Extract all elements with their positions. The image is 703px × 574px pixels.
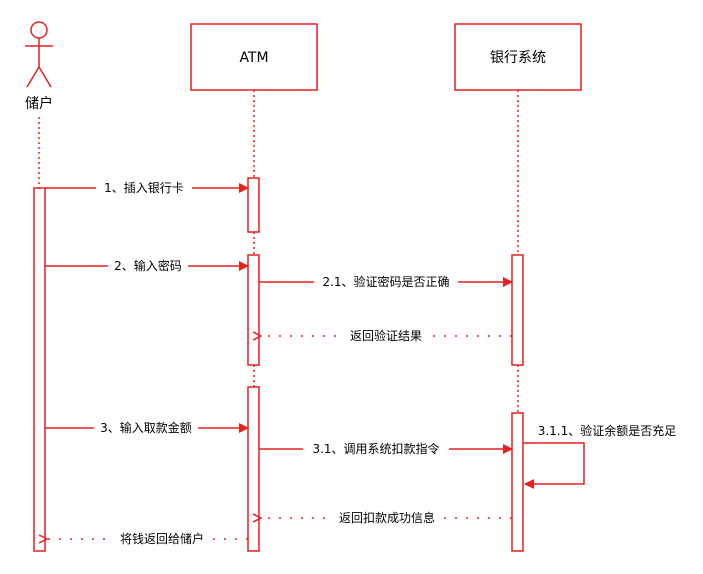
atm-activation-1 (247, 177, 260, 233)
activation-bars (33, 177, 524, 552)
atm-label: ATM (239, 50, 268, 66)
atm-box (190, 23, 318, 91)
bank-activation-1 (511, 254, 524, 366)
msg-1-label: 1、插入银行卡 (104, 181, 184, 195)
actor-label: 储户 (25, 95, 53, 112)
bank-label: 银行系统 (490, 50, 546, 66)
atm-activation-2 (247, 254, 260, 366)
actor-figure (25, 21, 53, 88)
msg-2-1-label: 2.1、验证密码是否正确 (322, 274, 449, 289)
ret-3-1-label: 返回扣款成功信息 (339, 510, 435, 525)
actor-activation (33, 187, 46, 552)
lifelines (38, 90, 519, 413)
bank-activation-2 (511, 412, 524, 552)
ret-3-label: 将钱返回给储户 (120, 531, 204, 546)
msg-3-1-1-arrow (523, 442, 585, 489)
atm-activation-3 (247, 386, 260, 552)
msg-3-1-label: 3.1、调用系统扣款指令 (312, 441, 439, 456)
msg-3-label: 3、输入取款金额 (100, 420, 192, 435)
msg-2-label: 2、输入密码 (114, 258, 182, 273)
msg-3-1-1-label: 3.1.1、验证余额是否充足 (538, 423, 677, 438)
bank-box (454, 23, 582, 91)
ret-2-1-label: 返回验证结果 (350, 328, 422, 343)
